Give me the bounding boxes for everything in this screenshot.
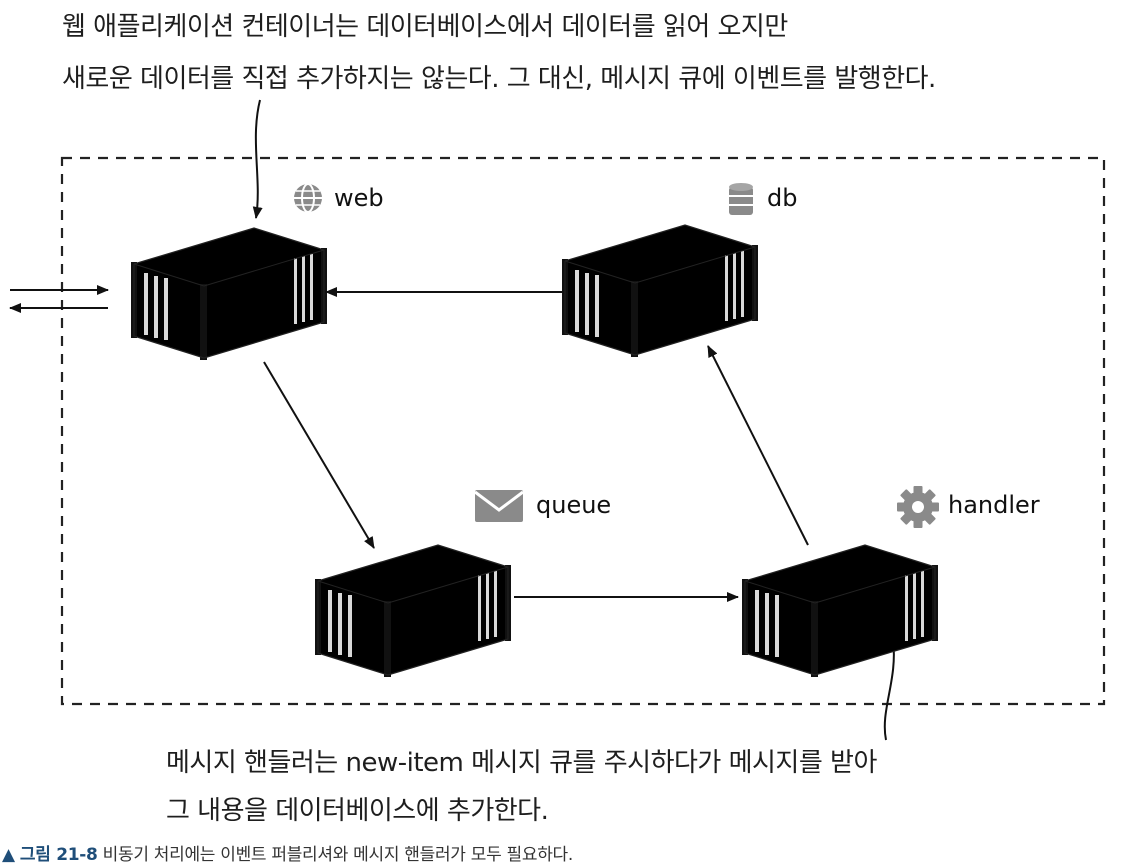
queue-container — [314, 544, 512, 678]
handler-container — [741, 544, 939, 678]
bottom-callout-line-1: 메시지 핸들러는 new-item 메시지 큐를 주시하다가 메시지를 받아 — [166, 748, 877, 778]
web-label: web — [334, 184, 384, 212]
system-boundary — [60, 156, 1106, 706]
web-container — [130, 227, 328, 361]
db-label: db — [767, 184, 798, 212]
top-callout-line-1: 웹 애플리케이션 컨테이너는 데이터베이스에서 데이터를 읽어 오지만 — [62, 12, 788, 42]
queue-label: queue — [536, 491, 612, 519]
gear-icon — [897, 486, 939, 528]
bottom-callout-pointer — [883, 639, 900, 741]
envelope-icon — [474, 490, 524, 522]
handler-label: handler — [948, 491, 1040, 519]
bottom-callout-line-2: 그 내용을 데이터베이스에 추가한다. — [166, 796, 549, 826]
web-to-queue-arrow — [263, 361, 375, 549]
globe-icon — [294, 183, 322, 213]
caption-marker: ▲ — [2, 845, 15, 865]
top-callout-pointer — [252, 99, 263, 219]
caption-text: 비동기 처리에는 이벤트 퍼블리셔와 메시지 핸들러가 모두 필요하다. — [102, 845, 574, 865]
database-icon — [729, 183, 753, 215]
db-container — [561, 224, 759, 358]
handler-to-db-arrow — [707, 345, 809, 546]
top-callout-line-2: 새로운 데이터를 직접 추가하지는 않는다. 그 대신, 메시지 큐에 이벤트를… — [62, 64, 936, 94]
figure-caption: ▲ 그림 21-8 비동기 처리에는 이벤트 퍼블리셔와 메시지 핸들러가 모두… — [2, 840, 573, 865]
caption-figure-number: 그림 21-8 — [19, 845, 98, 865]
